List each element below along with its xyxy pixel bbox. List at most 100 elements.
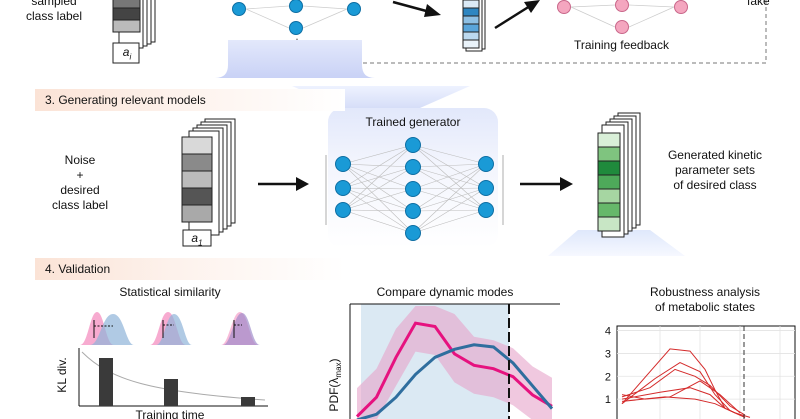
noise-line1: Noise (64, 153, 96, 167)
panel2-ylabel: PDF(λmax) (327, 358, 343, 411)
network-node (405, 159, 421, 175)
noise-vector-stack (181, 118, 236, 247)
generated-line1: Generated kinetic (667, 148, 763, 162)
panel1-bars (99, 358, 255, 406)
panel2-uncertainty-band (357, 306, 552, 419)
network-edge (412, 209, 487, 234)
network-edge (412, 144, 487, 165)
section4-title: 4. Validation (35, 258, 345, 280)
top-discriminator-nodes (557, 0, 688, 34)
panel2-title: Compare dynamic modes (376, 285, 514, 299)
panel3-trajectory (621, 380, 741, 414)
generator-network (325, 137, 504, 241)
training-feedback-label: Training feedback (574, 38, 669, 52)
network-node (335, 156, 351, 172)
panel3-title-line2: of metabolic states (654, 300, 756, 314)
noise-line3: desired (60, 183, 100, 197)
generated-line3: of desired class (673, 178, 757, 192)
network-edge (412, 163, 487, 212)
top-arrow-1 (392, 0, 431, 14)
network-node (405, 225, 421, 241)
sampled-label-line1: sampled (31, 0, 77, 8)
panel1-ylabel: KL div. (55, 357, 69, 392)
top-arrow-2 (494, 4, 531, 30)
network-node (478, 180, 494, 196)
network-edge (342, 144, 414, 165)
panel1-bar (164, 379, 178, 406)
panel3-lines (621, 348, 751, 418)
panel1-xlabel: Training time (135, 408, 205, 419)
top-funnel (215, 40, 375, 78)
panel3-y-ticks: 1 2 3 4 (605, 326, 611, 407)
network-node (478, 156, 494, 172)
generated-vector-stack (597, 112, 641, 238)
network-node (405, 137, 421, 153)
network-node (335, 202, 351, 218)
top-vector-stack (112, 0, 156, 64)
panel3-y-tick-label: 3 (605, 348, 611, 360)
network-edge (412, 166, 487, 189)
panel1-title: Statistical similarity (119, 285, 221, 299)
panel3-trajectory (621, 368, 746, 416)
panel3-y-tick-label: 1 (605, 394, 611, 406)
network-edge (412, 163, 487, 168)
network-edge (342, 209, 414, 234)
network-node (478, 202, 494, 218)
noise-line4: class label (51, 198, 109, 212)
network-node (405, 181, 421, 197)
fake-label: fake (747, 0, 770, 8)
panel3-title-line1: Robustness analysis (649, 285, 761, 299)
network-edge (342, 163, 414, 168)
network-node (405, 203, 421, 219)
top-arrow-2-head (524, 0, 540, 13)
section3-title: 3. Generating relevant models (35, 89, 345, 111)
gen-arrow-in-head (296, 177, 309, 191)
network-edge (342, 163, 414, 190)
top-arrow-1-head (424, 4, 441, 17)
panel3-title: Robustness analysis of metabolic states (620, 285, 790, 315)
panel1-trend-curve (81, 351, 266, 401)
top-stack-index: ai (122, 45, 132, 62)
gen-arrow-out-head (560, 177, 573, 191)
network-edge (342, 209, 414, 212)
network-edge (342, 144, 414, 189)
top-diagram (112, 0, 767, 64)
generated-line2: parameter sets (674, 163, 756, 177)
panel3-y-tick-label: 2 (605, 371, 611, 383)
sampled-label-line2: class label (25, 9, 83, 23)
top-generated-vector (462, 0, 486, 52)
noise-line2: + (76, 168, 84, 182)
network-edge (342, 163, 414, 234)
panel3-trajectory (621, 348, 741, 416)
network-edge (412, 144, 487, 189)
panel3-trajectory (621, 396, 751, 418)
network-edge (342, 166, 414, 211)
generated-sets-label: Generated kinetic parameter sets of desi… (650, 148, 780, 193)
distribution-glyphs (80, 312, 260, 345)
network-edge (412, 187, 487, 212)
sampled-label: sampled class label (0, 0, 108, 24)
network-edge (342, 188, 414, 211)
panel1-bar (99, 358, 113, 406)
network-edge (412, 163, 487, 190)
panel1-bar (241, 397, 255, 406)
network-edge (342, 144, 414, 211)
network-edge (412, 187, 487, 190)
panel3-y-tick-label: 4 (605, 326, 611, 338)
noise-label: Noise + desired class label (30, 153, 130, 213)
network-edge (342, 163, 414, 212)
top-generator-nodes (232, 0, 361, 35)
generator-box (328, 108, 498, 248)
noise-stack-index: a1 (191, 231, 203, 248)
network-edge (412, 163, 487, 234)
network-edge (412, 187, 487, 234)
bottom-funnel (548, 230, 685, 256)
trained-generator-label: Trained generator (365, 115, 461, 129)
panel2-series-pink (355, 321, 553, 418)
